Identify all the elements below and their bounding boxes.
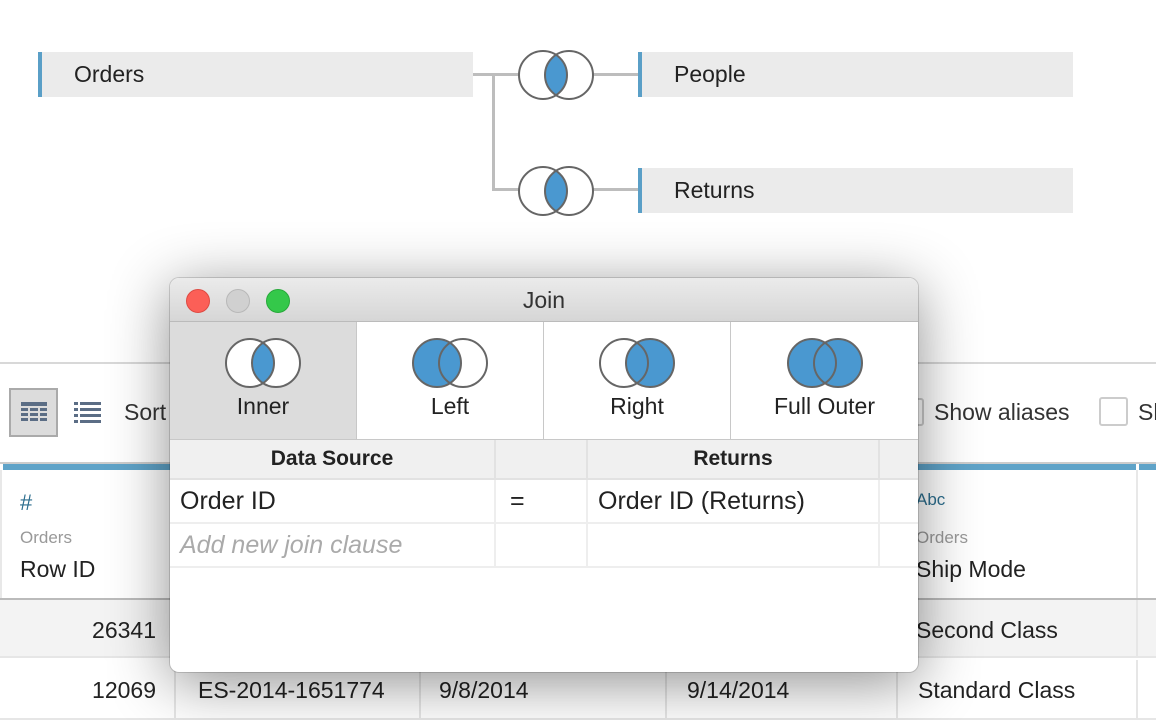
column-source: Orders (916, 528, 968, 547)
dialog-titlebar[interactable]: Join (170, 278, 918, 322)
cell: Second Class (898, 600, 1138, 658)
inner-join-icon[interactable] (517, 50, 595, 100)
string-type-icon: Abc (916, 490, 946, 509)
column-header-row-id[interactable]: # Orders Row ID (0, 470, 176, 598)
cell: 26341 (0, 600, 176, 658)
cell: 9/8/2014 (421, 660, 667, 718)
column-header-accent (1139, 464, 1156, 470)
left-field-select[interactable]: Order ID (170, 480, 496, 524)
connector-line (593, 73, 638, 76)
close-button[interactable] (186, 289, 210, 313)
dialog-title: Join (522, 287, 566, 313)
join-type-label: Right (610, 393, 664, 419)
operator-header (496, 440, 588, 480)
left-join-icon (412, 338, 488, 388)
table-orders[interactable]: Orders (38, 52, 473, 97)
table-row[interactable]: 12069 ES-2014-1651774 9/8/2014 9/14/2014… (0, 660, 1156, 720)
join-type-label: Left (430, 393, 470, 419)
empty-cell (880, 524, 918, 568)
column-header-ship-mode[interactable]: Abc Orders Ship Mode (898, 470, 1138, 598)
show-hidden-label: Sh (1138, 399, 1156, 425)
clause-extra (880, 480, 918, 524)
sort-label[interactable]: Sort (124, 399, 167, 425)
right-source-header: Returns (588, 440, 880, 480)
column-source: Orders (20, 528, 72, 547)
operator-select[interactable]: = (496, 480, 588, 524)
empty-cell (496, 524, 588, 568)
zoom-button[interactable] (266, 289, 290, 313)
join-type-full-outer[interactable]: Full Outer (731, 322, 918, 440)
table-returns[interactable]: Returns (638, 168, 1073, 213)
cell: ES-2014-1651774 (176, 660, 421, 718)
connector-line (492, 188, 519, 191)
table-label: Returns (674, 177, 755, 203)
table-label: People (674, 61, 746, 87)
column-name: Row ID (20, 556, 96, 582)
cell: 12069 (0, 660, 176, 718)
add-join-clause[interactable]: Add new join clause (170, 524, 496, 568)
minimize-button[interactable] (226, 289, 250, 313)
connector-line (473, 73, 519, 76)
connector-line (492, 73, 495, 191)
show-hidden-checkbox[interactable] (1099, 397, 1128, 426)
grid-icon (21, 402, 47, 421)
join-type-right[interactable]: Right (544, 322, 731, 440)
join-type-inner[interactable]: Inner (170, 322, 357, 440)
table-label: Orders (74, 61, 145, 87)
join-type-left[interactable]: Left (357, 322, 544, 440)
join-type-label: Full Outer (774, 393, 875, 419)
connector-line (593, 188, 638, 191)
inner-join-icon[interactable] (517, 166, 595, 216)
full-outer-join-icon (786, 338, 863, 388)
right-join-icon (599, 338, 675, 388)
right-field-select[interactable]: Order ID (Returns) (588, 480, 880, 524)
empty-cell (588, 524, 880, 568)
show-aliases-label: Show aliases (934, 399, 1070, 425)
inner-join-icon (225, 338, 301, 388)
list-view-icon[interactable] (74, 402, 101, 424)
join-type-label: Inner (236, 393, 290, 419)
join-dialog: Join Inner Left Right Full Outer Data So… (170, 278, 918, 672)
number-type-icon: # (20, 490, 33, 515)
cell: 9/14/2014 (667, 660, 898, 718)
grid-view-button[interactable] (9, 388, 58, 437)
extra-header (880, 440, 918, 480)
column-name: Ship Mode (916, 556, 1026, 582)
cell: Standard Class (898, 660, 1138, 718)
table-people[interactable]: People (638, 52, 1073, 97)
left-source-header: Data Source (170, 440, 496, 480)
